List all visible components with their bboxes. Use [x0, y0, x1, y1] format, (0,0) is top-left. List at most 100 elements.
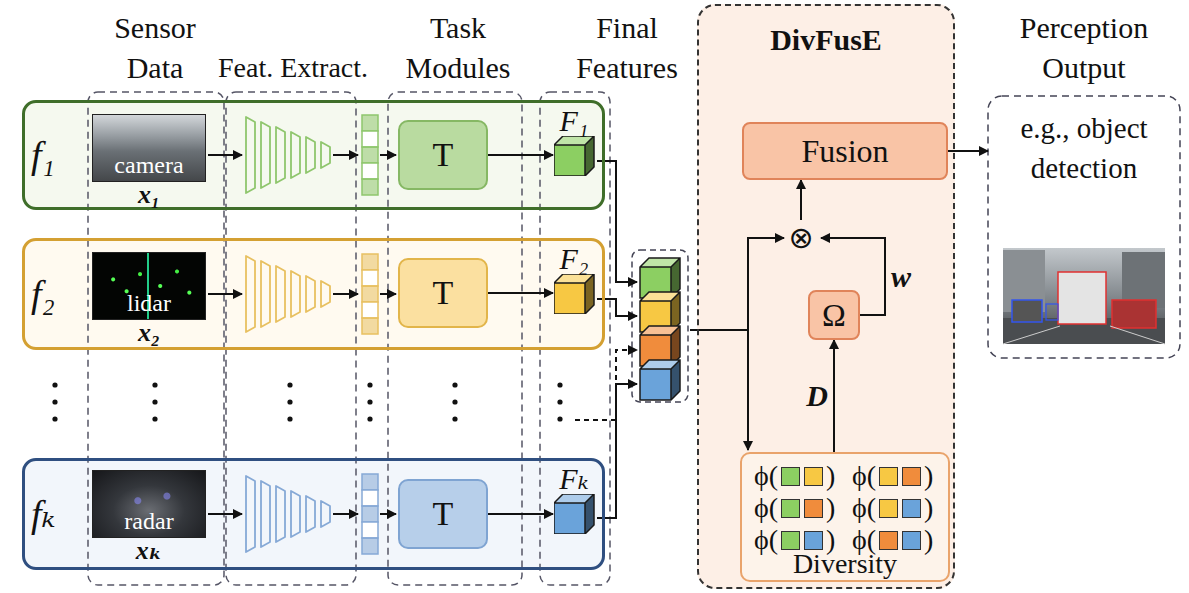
feature-cube: F₂: [553, 244, 595, 314]
branch-label: f₂: [31, 272, 55, 316]
cube-icon: [554, 136, 596, 176]
text-slot: x₂: [92, 320, 206, 346]
rect-shape: [1012, 300, 1042, 322]
column-header: Final Features: [562, 8, 692, 88]
detection-image: [1003, 248, 1165, 344]
cube-icon: [554, 274, 596, 314]
text-slot: F₁: [543, 106, 605, 136]
path-shape: [690, 238, 784, 330]
feature-cube: F₁: [553, 106, 595, 176]
feature-square: [902, 531, 921, 550]
connector-arrow: [488, 154, 553, 156]
text-slot: Fₖ: [543, 464, 605, 494]
branch-fill: [22, 458, 605, 570]
circle-shape: [52, 382, 57, 387]
edge-label: D: [768, 376, 828, 416]
sensor-name: lidar: [92, 290, 206, 316]
phi-close: ): [826, 492, 835, 524]
sensor-input-box: radar xₖ: [92, 470, 206, 564]
circle-shape: [52, 399, 57, 404]
rect-shape: [1058, 272, 1106, 324]
circle-shape: [287, 399, 292, 404]
column-frames: [88, 92, 610, 585]
circle-shape: [557, 399, 562, 404]
feature-label: Fₖ: [543, 464, 605, 494]
circle-shape: [367, 382, 372, 387]
sensor-input: x₁: [92, 182, 206, 208]
feature-square: [781, 499, 800, 518]
divfuse-module: DivFusEFusion⊗Ωϕ()ϕ()ϕ()ϕ()ϕ()ϕ()Diversi…: [697, 4, 955, 589]
text-slot: radar: [92, 508, 206, 534]
feature-square: [804, 499, 823, 518]
connector-arrow: [488, 513, 553, 515]
output-note: e.g., object detection: [1019, 108, 1149, 188]
task-module-box: T: [398, 120, 488, 190]
text-slot: Sensor Data: [92, 8, 218, 88]
feature-label: F₂: [543, 244, 605, 274]
rect-shape: [1003, 248, 1165, 344]
feature-square: [781, 531, 800, 550]
process-label: Fusion: [801, 132, 888, 170]
rect-shape: [88, 92, 224, 585]
text-slot: fₖ: [31, 492, 55, 536]
output-box: Perception Output e.g., object detection: [988, 8, 1180, 358]
text-slot: Diversity: [742, 550, 948, 578]
circle-shape: [152, 416, 157, 421]
diversity-box: ϕ()ϕ()ϕ()ϕ()ϕ()ϕ()Diversity: [740, 452, 950, 582]
diversity-term: ϕ(): [852, 460, 933, 492]
rect-shape: [540, 92, 610, 585]
sensor-branch: f₁camerax₁TF₁: [22, 100, 605, 210]
feature-label: F₁: [543, 106, 605, 136]
text-slot: Task Modules: [393, 8, 523, 88]
circle-shape: [287, 416, 292, 421]
column-header: Task Modules: [393, 8, 523, 88]
module-title: DivFusE: [699, 22, 953, 58]
process-box: Fusion: [742, 122, 948, 180]
edge-label: w: [891, 257, 951, 297]
column-header: Feat. Extract.: [205, 48, 381, 88]
phi-open: ϕ(: [852, 460, 876, 492]
sensor-name: camera: [92, 152, 206, 178]
circle-shape: [52, 416, 57, 421]
feature-extractor: [208, 115, 396, 195]
rect-shape: [1112, 300, 1156, 328]
feature-stack-frame: [632, 250, 688, 402]
output-frame: [988, 96, 1180, 358]
sensor-branch: fₖ radar xₖ T Fₖ: [22, 458, 605, 570]
text-slot: Feat. Extract.: [205, 48, 381, 88]
text-slot: camera: [92, 152, 206, 178]
task-label: T: [433, 135, 454, 175]
column-header: Sensor Data: [92, 8, 218, 88]
task-module-box: T: [398, 479, 488, 549]
ellipsis-dots: [52, 382, 562, 421]
feature-square: [781, 467, 800, 486]
feature-square: [879, 499, 898, 518]
circle-shape: [557, 416, 562, 421]
path-shape: [1003, 326, 1165, 344]
branch-fill: [22, 100, 605, 210]
phi-close: ): [826, 460, 835, 492]
diversity-term: ϕ(): [754, 492, 835, 524]
phi-close: ): [924, 492, 933, 524]
module-fill: [697, 4, 955, 589]
circle-shape: [287, 382, 292, 387]
feature-square: [879, 531, 898, 550]
text-slot: D: [768, 376, 828, 416]
branch-fill: [22, 238, 605, 350]
process-label: Ω: [822, 296, 846, 334]
task-label: T: [433, 273, 454, 313]
task-module-box: T: [398, 258, 488, 328]
text-slot: lidar: [92, 290, 206, 316]
circle-shape: [367, 399, 372, 404]
text-slot: w: [891, 257, 951, 297]
phi-close: ): [924, 524, 933, 556]
feature-extractor: [208, 474, 396, 554]
phi-open: ϕ(: [754, 460, 778, 492]
text-slot: xₖ: [92, 538, 206, 564]
phi-open: ϕ(: [754, 524, 778, 556]
cube-icon: [554, 494, 596, 534]
feature-square: [902, 499, 921, 518]
output-title: Perception Output: [988, 8, 1180, 88]
sensor-input-box: lidar x₂: [92, 252, 206, 346]
